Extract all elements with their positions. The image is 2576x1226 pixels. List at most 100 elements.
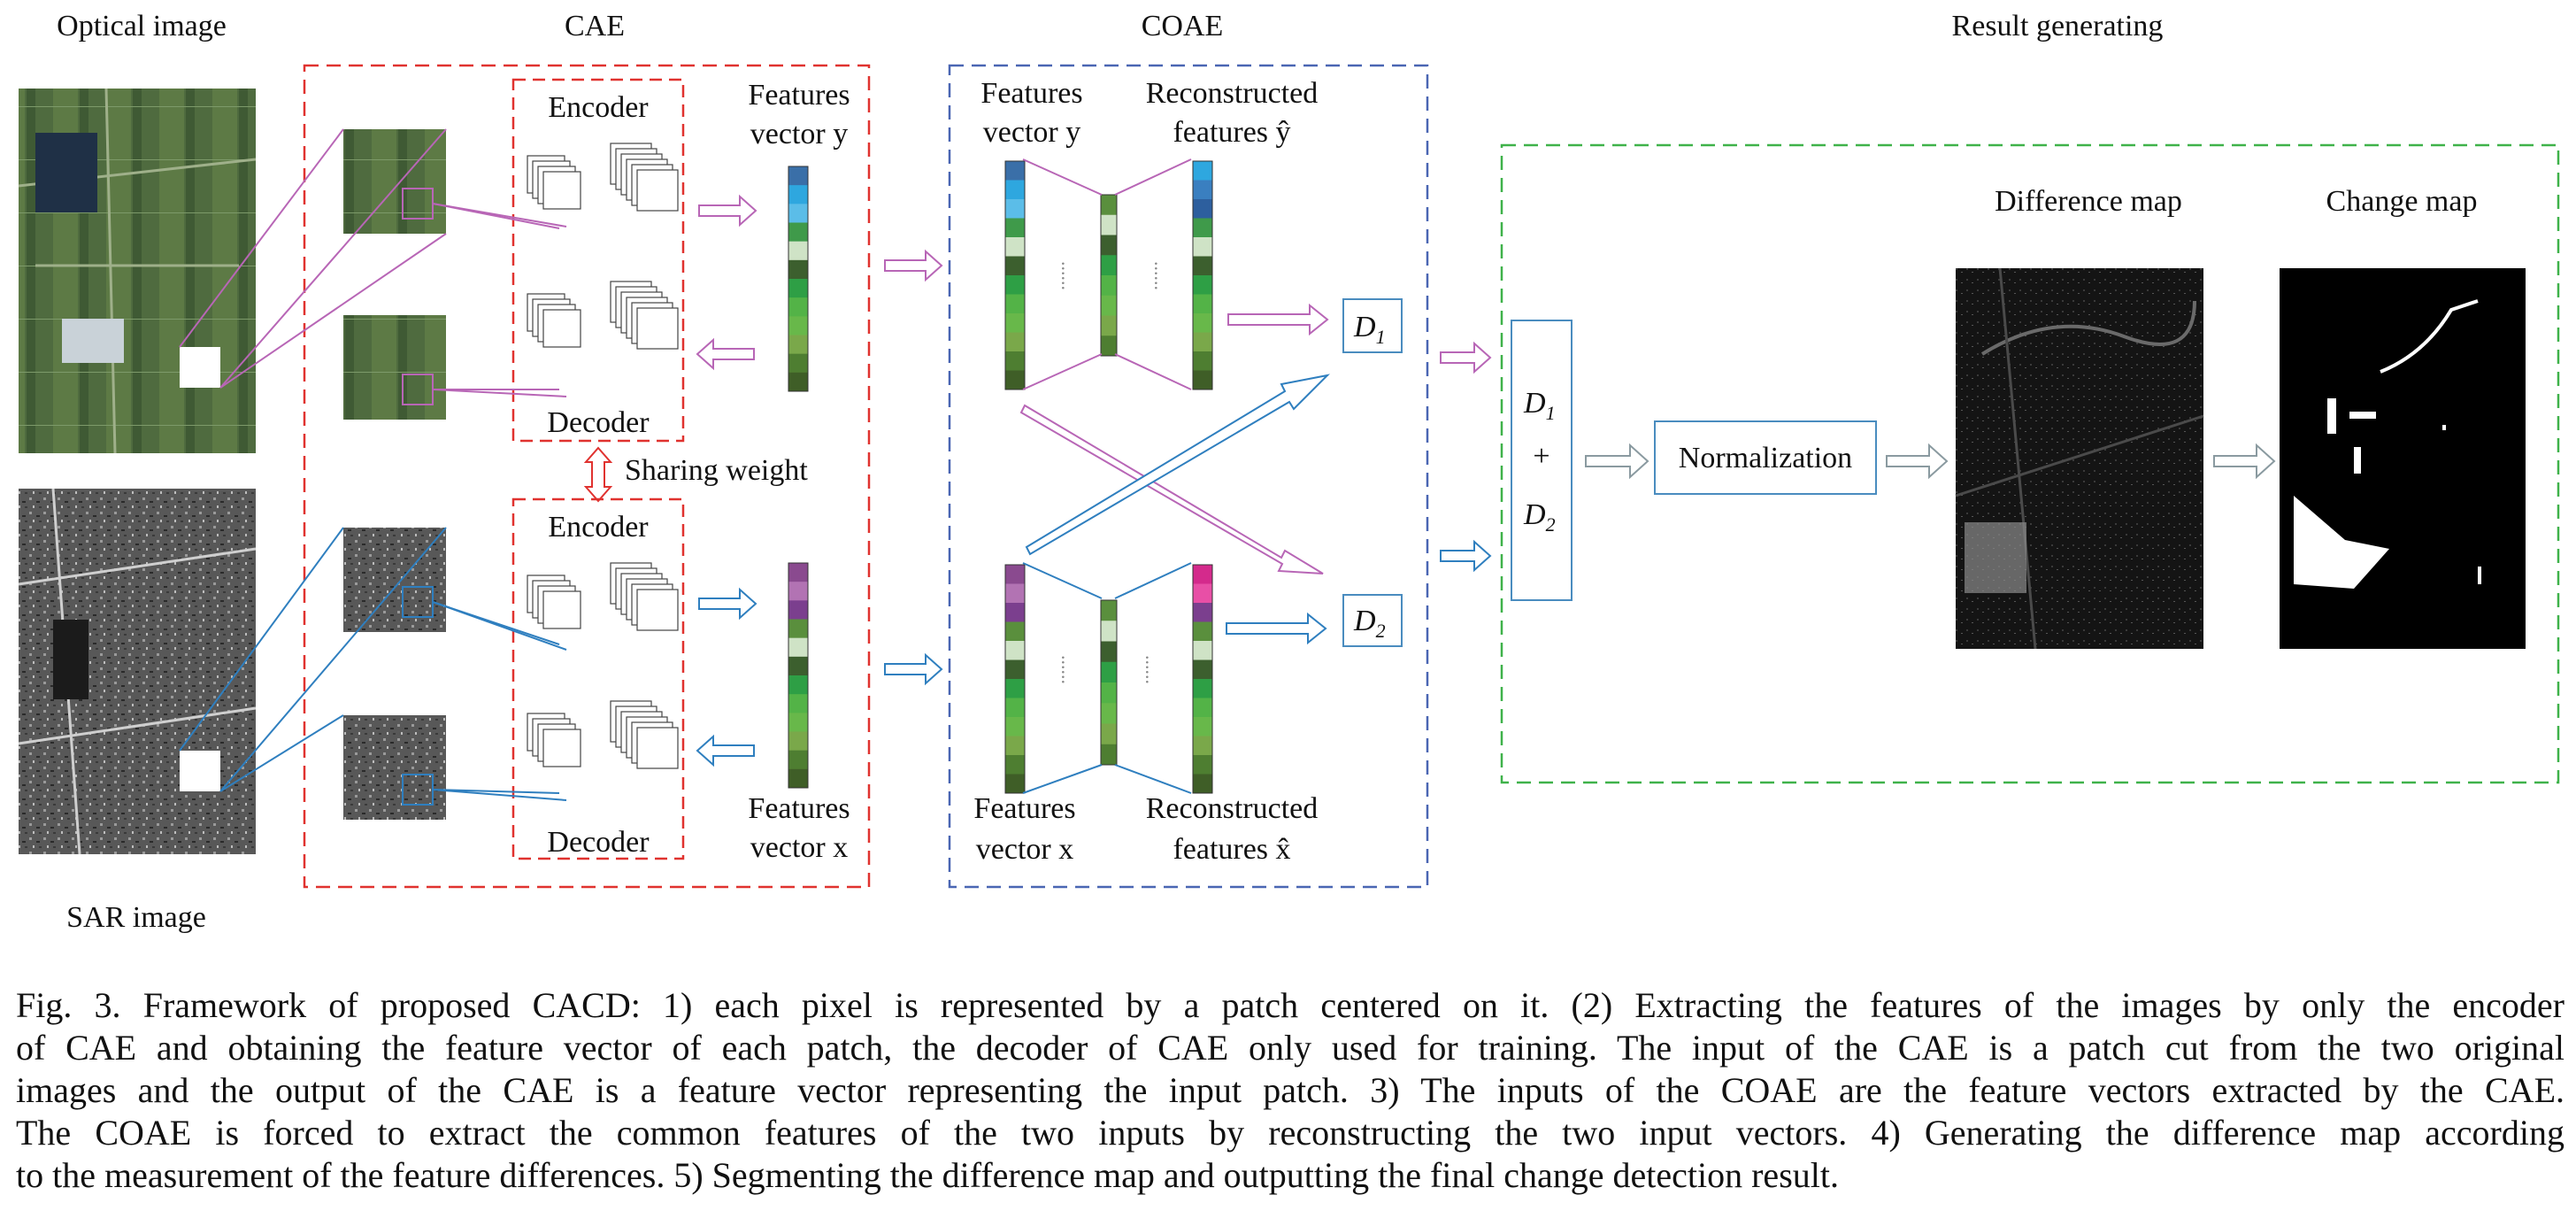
vector-cell <box>788 600 808 620</box>
svg-text:D2: D2 <box>1523 498 1556 536</box>
coae-input-vector-y <box>1004 160 1026 390</box>
arrow-normalization-to-dmap <box>1886 443 1949 480</box>
vector-cell <box>1101 214 1117 235</box>
vector-cell <box>1193 698 1212 718</box>
cae-feature-vector-x <box>788 562 809 789</box>
vector-cell <box>1193 774 1212 794</box>
encoder-label-top: Encoder <box>548 91 649 124</box>
vector-cell <box>1101 703 1117 724</box>
arrow-encoder-to-vector-x <box>698 587 757 621</box>
vector-cell <box>1005 256 1025 276</box>
vector-cell <box>1101 744 1117 766</box>
arrow-recy-to-d1 <box>1227 303 1329 336</box>
coae-rec-x-line2: features x̂ <box>1173 833 1290 866</box>
title-optical-image: Optical image <box>57 10 227 42</box>
arrow-x-to-d1-cross <box>1025 374 1331 556</box>
change-map-image <box>2280 268 2526 649</box>
vector-cell <box>1101 315 1117 336</box>
vector-cell <box>1193 621 1212 642</box>
dots-x-2: ...... <box>1142 655 1164 684</box>
stack-large-2 <box>610 562 679 631</box>
vector-cell <box>1101 335 1117 357</box>
encoder-box-bottom <box>511 497 685 860</box>
feature-map-stacks <box>527 143 679 769</box>
coae-fv-y-line1: Features <box>980 77 1082 110</box>
cae-fv-x-line2: vector x <box>750 831 848 864</box>
vector-cell <box>1193 294 1212 314</box>
vector-cell <box>788 241 808 261</box>
vector-cell <box>788 353 808 374</box>
label-change-map: Change map <box>2326 185 2478 218</box>
vector-cell <box>1193 370 1212 390</box>
vector-cell <box>1101 600 1117 621</box>
coae-rec-y-line2: features ŷ <box>1173 116 1290 149</box>
vector-cell <box>1193 565 1212 584</box>
vector-cell <box>1005 294 1025 314</box>
dots-x-1: ...... <box>1057 655 1080 684</box>
svg-text:D2: D2 <box>1353 605 1386 642</box>
vector-cell <box>1005 659 1025 680</box>
vector-cell <box>1005 621 1025 642</box>
coae-code-vector-x <box>1100 599 1118 766</box>
vector-cell <box>1193 218 1212 238</box>
vector-cell <box>1101 255 1117 276</box>
vector-cell <box>788 259 808 280</box>
feature-map <box>542 590 581 629</box>
vector-cell <box>1005 679 1025 698</box>
vector-cell <box>1005 603 1025 622</box>
coae-rec-x-line1: Reconstructed <box>1146 792 1319 825</box>
caption-line: to the measurement of the feature differ… <box>16 1155 1839 1195</box>
sar-zoom-lines <box>179 527 567 801</box>
decoder-label-top: Decoder <box>547 406 650 439</box>
vector-cell <box>788 619 808 639</box>
vector-cell <box>788 166 808 186</box>
arrow-d2-to-sum <box>1440 539 1492 573</box>
cae-box <box>303 64 871 889</box>
feature-map <box>636 727 679 769</box>
vector-cell <box>1101 621 1117 642</box>
vector-cell <box>1193 755 1212 775</box>
vector-cell <box>788 656 808 676</box>
sar-patch-out <box>343 715 446 820</box>
vector-cell <box>788 675 808 695</box>
vector-cell <box>788 563 808 582</box>
d1-box: D1 <box>1342 298 1403 353</box>
vector-cell <box>1193 351 1212 371</box>
vector-cell <box>1005 275 1025 295</box>
vector-cell <box>1101 661 1117 683</box>
vector-cell <box>1005 736 1025 756</box>
dots-y-2: ...... <box>1150 261 1173 290</box>
svg-text:+: + <box>1533 440 1549 473</box>
vector-cell <box>788 637 808 658</box>
vector-cell <box>1193 332 1212 352</box>
vector-cell <box>1005 370 1025 390</box>
caption-line: Fig. 3. Framework of proposed CACD: 1) e… <box>16 985 2564 1025</box>
encoder-box-top <box>511 78 685 443</box>
vector-cell <box>1101 295 1117 316</box>
difference-map-image <box>1955 267 2204 650</box>
vector-cell <box>1193 180 1212 200</box>
vector-cell <box>1193 717 1212 736</box>
coae-code-vector-y <box>1100 194 1118 357</box>
vector-cell <box>1101 235 1117 256</box>
arrow-cae-to-coae-y <box>884 249 943 282</box>
sharing-weight-arrow <box>583 446 613 503</box>
d2-box: D2 <box>1342 594 1403 647</box>
arrow-y-to-d2-cross <box>1019 404 1324 574</box>
arrow-recx-to-d2 <box>1226 612 1327 645</box>
coae-encoder-shape-x <box>1022 562 1103 794</box>
vector-cell <box>788 582 808 601</box>
vector-cell <box>1101 275 1117 297</box>
vector-cell <box>1005 218 1025 238</box>
optical-image <box>18 88 257 454</box>
vector-cell <box>1005 332 1025 352</box>
cae-fv-x-line1: Features <box>748 792 850 825</box>
vector-cell <box>1005 313 1025 333</box>
vector-cell <box>1193 641 1212 660</box>
vector-cell <box>1005 351 1025 371</box>
vector-cell <box>788 372 808 392</box>
vector-cell <box>788 279 808 298</box>
vector-cell <box>788 204 808 223</box>
vector-cell <box>788 694 808 713</box>
svg-text:D1: D1 <box>1523 387 1556 424</box>
